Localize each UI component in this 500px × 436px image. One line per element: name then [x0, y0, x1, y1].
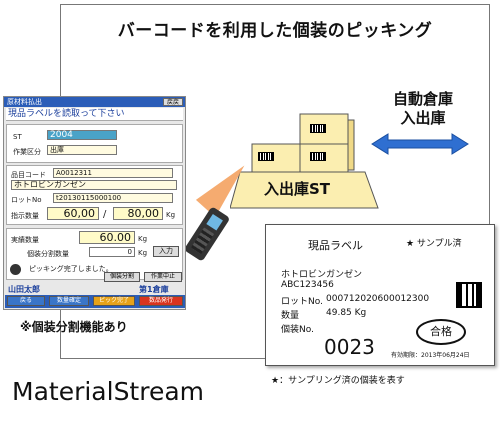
issue-button[interactable]: 数品発行 [139, 296, 183, 306]
warehouse-label: 自動倉庫 入出庫 [378, 90, 468, 128]
item-code-label: 品目コード [11, 171, 46, 179]
station-illustration [230, 113, 379, 209]
diagram-title: バーコードを利用した個装のピッキング [117, 21, 433, 41]
instruct-qty-label: 指示数量 [11, 212, 39, 220]
box-barcode [258, 152, 274, 161]
label-card: 現品ラベル ★ サンプル済 ホトロビンガンゼン ABC123456 ロットNo.… [265, 224, 495, 366]
close-button[interactable]: 戻戻 [162, 98, 183, 106]
header-panel: ST 2004 作業区分 出庫 [6, 124, 183, 163]
product-code: ABC123456 [281, 280, 334, 290]
station-label: 入出庫ST [264, 180, 331, 198]
item-panel: 品目コード A0012311 ホトロビンガンゼン ロットNo t20130115… [6, 165, 183, 225]
warehouse-name: 第1倉庫 [139, 285, 169, 294]
box-barcode [310, 124, 326, 133]
terminal-screen: 原材料払出 戻戻 現品ラベルを読取って下さい ST 2004 作業区分 出庫 品… [3, 96, 186, 310]
suspend-button[interactable]: 作業中止 [144, 272, 182, 282]
st-label: ST [13, 133, 22, 141]
instruction-text: 現品ラベルを読取って下さい [6, 108, 183, 121]
status-message: ピッキング完了しました。 [29, 265, 113, 273]
terminal-titlebar: 原材料払出 戻戻 [4, 97, 185, 107]
user-name: 山田太郎 [8, 285, 40, 294]
actual-unit: Kg [138, 235, 148, 243]
actual-qty-label: 実績数量 [11, 236, 39, 244]
lot-label: ロットNo. [281, 297, 323, 307]
pass-stamp: 合格 [416, 319, 466, 345]
input-button[interactable]: 入力 [153, 246, 179, 257]
brand-name: MaterialStream [12, 377, 205, 406]
split-button[interactable]: 個装分割 [104, 272, 140, 282]
unit-value: 0023 [324, 335, 375, 359]
sample-mark: ★ サンプル済 [406, 239, 462, 249]
qty-panel: 実績数量 60.00 Kg 個装分割数量 0 Kg 入力 ピッキング完了しました… [6, 228, 183, 280]
label-title: 現品ラベル [308, 239, 363, 252]
unit-label: 個装No. [281, 325, 314, 335]
terminal-title: 原材料払出 [7, 98, 42, 106]
footnote: ★：サンプリング済の個装を表す [271, 376, 405, 386]
instruct-qty-field: 60,00 [47, 207, 99, 220]
instruct-qty-separator: / [103, 209, 107, 220]
scanner-screen [206, 213, 223, 231]
split-unit: Kg [138, 249, 148, 257]
product-name: ホトロビンガンゼン [281, 270, 363, 280]
instruct-qty-total: 80,00 [113, 207, 163, 220]
status-indicator-icon [10, 264, 21, 275]
lot-value: 000712020600012300 [326, 294, 430, 304]
bottom-toolbar: 戻る 数量確定 ピック完了 数品発行 [5, 295, 185, 308]
qty-label: 数量 [281, 311, 300, 321]
st-field[interactable]: 2004 [47, 130, 117, 140]
terminal-caption: ※個装分割機能あり [20, 320, 128, 334]
pick-complete-button[interactable]: ピック完了 [93, 296, 135, 306]
lot-label: ロットNo [11, 196, 42, 204]
box-barcode [310, 152, 326, 161]
warehouse-label-line2: 入出庫 [400, 109, 446, 127]
work-type-field[interactable]: 出庫 [47, 145, 117, 155]
lot-field[interactable]: t20130115000100 [53, 193, 173, 203]
expiry-date: 有効期限：2013年06月24日 [391, 352, 470, 359]
confirm-qty-button[interactable]: 数量確定 [49, 296, 89, 306]
actual-qty-field[interactable]: 60.00 [79, 231, 135, 244]
item-name-field: ホトロビンガンゼン [11, 180, 177, 190]
double-arrow-icon [371, 133, 469, 155]
qty-value: 49.85 Kg [326, 308, 367, 318]
back-button[interactable]: 戻る [7, 296, 45, 306]
split-count-field[interactable]: 0 [89, 247, 135, 257]
work-type-label: 作業区分 [13, 148, 41, 156]
qr-code-icon [456, 282, 482, 308]
split-count-label: 個装分割数量 [27, 250, 69, 258]
instruct-unit: Kg [166, 211, 176, 219]
warehouse-label-line1: 自動倉庫 [392, 90, 453, 108]
item-code-field[interactable]: A0012311 [53, 168, 173, 178]
